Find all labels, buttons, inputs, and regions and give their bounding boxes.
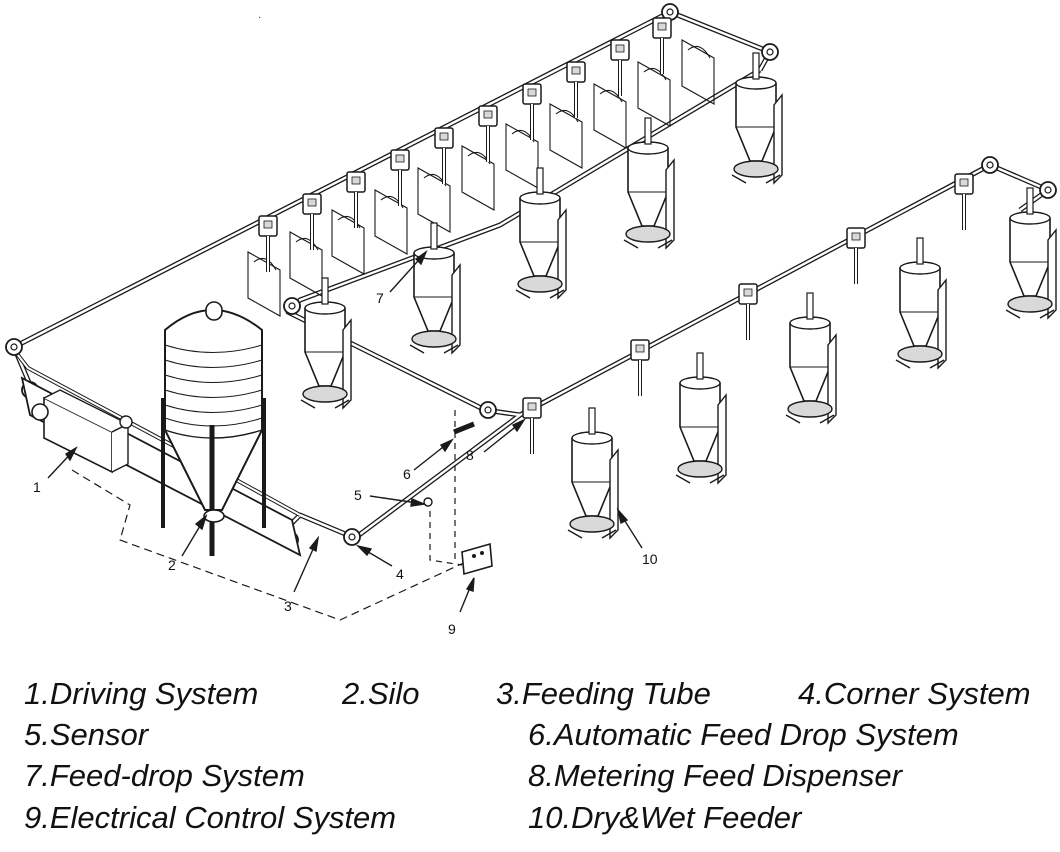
legend-item-6: 6.Automatic Feed Drop System: [528, 717, 959, 752]
legend-item-3: 3.Feeding Tube: [496, 676, 711, 711]
callout-arrows: [47, 250, 643, 613]
dry-wet-feeders: [300, 52, 1057, 539]
feed-drop-boxes-upper: [257, 16, 673, 274]
legend-item-10: 10.Dry&Wet Feeder: [528, 800, 802, 835]
callout-10: 10: [642, 551, 658, 567]
feeding-system-diagram: 1 2 3 4 5 6 7 8 9 10 ·: [5, 3, 1057, 637]
legend-item-2: 2.Silo: [342, 676, 420, 711]
electrical-control: [71, 410, 493, 621]
silo: [161, 301, 266, 556]
callout-5: 5: [354, 487, 362, 503]
legend-item-7: 7.Feed-drop System: [24, 758, 305, 793]
legend-item-1: 1.Driving System: [24, 676, 259, 711]
callout-2: 2: [168, 557, 176, 573]
callout-7: 7: [376, 290, 384, 306]
legend-item-4: 4.Corner System: [798, 676, 1031, 711]
legend: 1.Driving System 2.Silo 3.Feeding Tube 4…: [0, 660, 1060, 852]
callout-8: 8: [466, 447, 474, 463]
callout-3: 3: [284, 598, 292, 614]
legend-item-9: 9.Electrical Control System: [24, 800, 397, 835]
legend-item-8: 8.Metering Feed Dispenser: [528, 758, 902, 793]
legend-item-5: 5.Sensor: [24, 717, 149, 752]
svg-text:·: ·: [258, 12, 261, 23]
callout-1: 1: [33, 479, 41, 495]
callout-labels: 1 2 3 4 5 6 7 8 9 10: [33, 290, 658, 637]
callout-4: 4: [396, 566, 404, 582]
callout-9: 9: [448, 621, 456, 637]
callout-6: 6: [403, 466, 411, 482]
